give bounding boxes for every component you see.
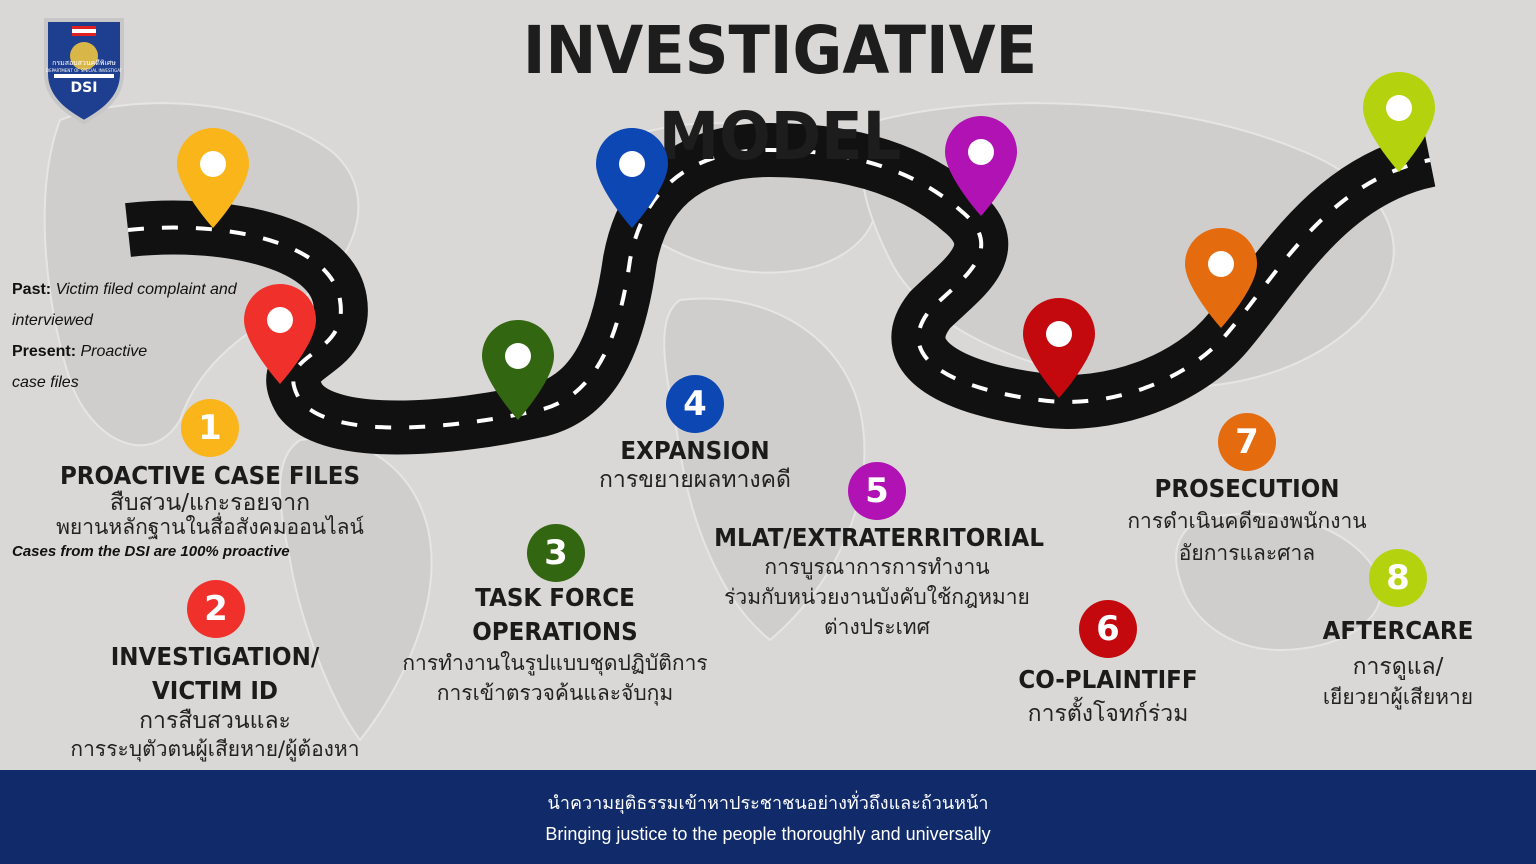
road-path: [125, 123, 1437, 455]
page-title: INVESTIGATIVE MODEL: [522, 12, 1038, 175]
step-1-title: PROACTIVE CASE FILES: [59, 461, 361, 490]
map-pin-1-icon: [177, 128, 249, 228]
map-pin-5-icon: [945, 116, 1017, 216]
present-label: Present:: [12, 343, 77, 360]
step-2-thai-2: การระบุตัวตนผู้เสียหาย/ผู้ต้องหา: [70, 737, 360, 761]
step-7-title: PROSECUTION: [1154, 474, 1340, 503]
step-5-title: MLAT/EXTRATERRITORIAL: [714, 523, 1045, 552]
step-5-thai-1: การบูรณาการการทำงาน: [764, 555, 990, 579]
step-3-thai-1: การทำงานในรูปแบบชุดปฏิบัติการ: [402, 651, 708, 675]
step-1-thai-2: พยานหลักฐานในสื่อสังคมออนไลน์: [56, 515, 364, 539]
past-text: Victim filed complaint and: [55, 281, 237, 298]
step-7-number: 7: [1218, 413, 1276, 471]
step-7-thai-1: การดำเนินคดีของพนักงาน: [1127, 509, 1367, 533]
step-8-title: AFTERCARE: [1322, 616, 1474, 645]
step-5-thai-2: ร่วมกับหน่วยงานบังคับใช้กฎหมาย: [724, 585, 1030, 609]
step-8-thai-1: การดูแล/: [1352, 654, 1444, 680]
step-8-number: 8: [1369, 549, 1427, 607]
map-pin-4-icon: [596, 128, 668, 228]
step-2-title-1: INVESTIGATION/: [110, 642, 320, 671]
past-present-note: Past: Victim filed complaint and intervi…: [12, 274, 272, 398]
map-pin-8-icon: [1363, 72, 1435, 172]
step-4-number: 4: [666, 375, 724, 433]
step-4-thai-1: การขยายผลทางคดี: [599, 467, 791, 493]
footer-english-motto: Bringing justice to the people thoroughl…: [545, 824, 991, 844]
step-4-title: EXPANSION: [620, 436, 770, 465]
step-7-thai-2: อัยการและศาล: [1178, 541, 1316, 565]
step-6-number: 6: [1079, 600, 1137, 658]
footer-thai-motto: นำความยุติธรรมเข้าหาประชาชนอย่างทั่วถึงแ…: [547, 793, 989, 813]
dsi-logo: [44, 18, 124, 125]
footer-banner: นำความยุติธรรมเข้าหาประชาชนอย่างทั่วถึงแ…: [0, 770, 1536, 864]
step-1-thai-1: สืบสวน/แกะรอยจาก: [109, 490, 311, 516]
present-text: Proactive: [80, 343, 148, 360]
step-3-title-1: TASK FORCE: [475, 583, 635, 612]
step-3-thai-2: การเข้าตรวจค้นและจับกุม: [436, 681, 674, 705]
step-3-number: 3: [527, 524, 585, 582]
step-6-title: CO-PLAINTIFF: [1018, 665, 1198, 694]
dsi-logo-abbr: DSI: [70, 80, 98, 96]
step-8-thai-2: เยียวยาผู้เสียหาย: [1322, 685, 1474, 709]
map-pin-7-icon: [1185, 228, 1257, 328]
map-pin-2-icon: [244, 284, 316, 384]
proactive-caption: Cases from the DSI are 100% proactive: [12, 543, 290, 560]
past-label: Past:: [12, 281, 52, 298]
present-text-2: case files: [12, 374, 79, 391]
step-5-number: 5: [848, 462, 906, 520]
step-2-number: 2: [187, 580, 245, 638]
dsi-logo-english: DEPARTMENT OF SPECIAL INVESTIGATION: [46, 68, 122, 73]
dsi-logo-thai: กรมสอบสวนคดีพิเศษ: [52, 59, 116, 67]
map-pin-3-icon: [482, 320, 554, 420]
step-2-title-2: VICTIM ID: [151, 676, 279, 705]
step-2-thai-1: การสืบสวนและ: [139, 708, 291, 734]
map-pin-6-icon: [1023, 298, 1095, 398]
step-6-thai-1: การตั้งโจทก์ร่วม: [1027, 701, 1189, 727]
past-text-2: interviewed: [12, 312, 93, 329]
step-1-number: 1: [181, 399, 239, 457]
step-3-title-2: OPERATIONS: [472, 617, 638, 646]
step-5-thai-3: ต่างประเทศ: [824, 615, 930, 639]
